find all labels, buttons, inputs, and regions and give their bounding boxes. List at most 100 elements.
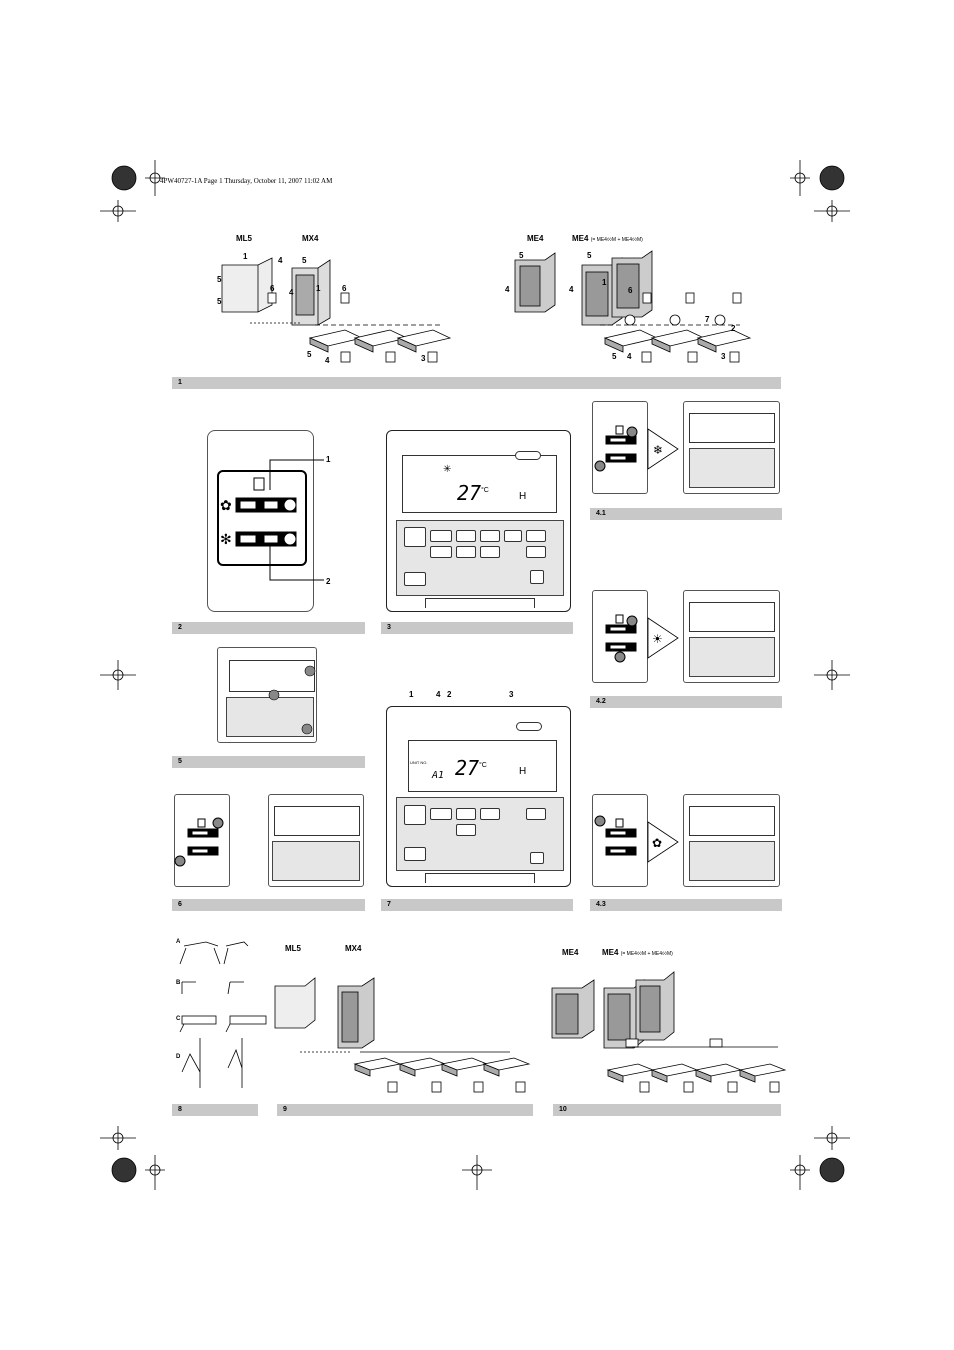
fig7-button-temp-up[interactable] [456, 808, 476, 820]
fig7-callout-2: 2 [447, 690, 452, 699]
svg-text:❄: ❄ [653, 443, 663, 457]
fig1-callout-4b: 4 [289, 288, 294, 297]
fig10-model-me4: ME4 [562, 948, 579, 957]
fig42-selector-panel [592, 590, 648, 683]
fig41-switches [594, 425, 638, 472]
fig3-button-ventilation[interactable] [504, 530, 522, 542]
fig5-caption: 5 [172, 756, 365, 768]
fig1-model-mx4: MX4 [302, 234, 319, 243]
fig10-model-me4-combo: ME4 (= ME4◊◊M + ME4◊◊M) [602, 948, 673, 957]
fig7-unit-no-label: UNIT NO. [410, 760, 428, 765]
fig7-button-filter-reset[interactable] [404, 847, 426, 861]
svg-text:✻: ✻ [220, 532, 232, 548]
fig9-system-illustration [274, 977, 531, 1093]
fig3-button-time-up[interactable] [480, 530, 500, 542]
fig7-button-timer[interactable] [404, 805, 426, 825]
fig1-callout-5f: 5 [587, 251, 592, 260]
fig1-callout-6: 6 [270, 284, 275, 293]
fig42-lcd [689, 602, 775, 632]
fig1-callout-5d: 5 [307, 350, 312, 359]
fig3-button-fan-speed[interactable] [526, 546, 546, 558]
fig7-temp-display: 27 [455, 756, 480, 780]
fig3-button-operation[interactable] [430, 546, 452, 558]
fig5-step-markers [268, 665, 316, 735]
fig3-temp-display: 27 [457, 481, 482, 505]
fig1-callout-2: 2 [731, 324, 736, 333]
fig3-button-timer[interactable] [404, 527, 426, 547]
fig2-switches: ✿ ✻ [220, 459, 324, 581]
fig1-callout-5c: 5 [302, 256, 307, 265]
fig3-button-test[interactable] [530, 570, 544, 584]
fig7-error-code: A1 [432, 770, 445, 781]
fig1-callout-6c: 6 [628, 286, 633, 295]
fig2-callout-2: 2 [326, 577, 331, 586]
fig43-arrow-shape: ✿ [647, 821, 679, 863]
fig43-switches [594, 815, 637, 856]
fig1-callout-4: 4 [278, 256, 283, 265]
fig41-arrow-shape: ❄ [647, 428, 679, 470]
fig1-callout-5b: 5 [217, 297, 222, 306]
fig7-callout-1: 1 [409, 690, 414, 699]
fig2-caption: 2 [172, 622, 365, 634]
fig1-system-illustration [221, 250, 752, 363]
fig1-callout-5e: 5 [519, 251, 524, 260]
fig42-button-panel [689, 637, 775, 677]
fig3-on-off-button[interactable] [515, 451, 541, 460]
fig9-model-ml5: ML5 [285, 944, 301, 953]
fig3-button-temp-down[interactable] [456, 546, 476, 558]
fig3-cool-icon: ✳ [443, 464, 452, 475]
fig1-callout-3: 3 [421, 354, 426, 363]
fig1-callout-3b: 3 [721, 352, 726, 361]
fig1-model-note: (= ME4◊◊M + ME4◊◊M) [590, 237, 643, 243]
fig1-callout-6b: 6 [342, 284, 347, 293]
fig43-lcd [689, 806, 775, 836]
fig7-lcd [408, 740, 557, 792]
fig1-callout-1b: 1 [316, 284, 321, 293]
fig7-caption: 7 [381, 899, 573, 911]
fig3-button-inspection[interactable] [430, 530, 452, 542]
fig1-callout-4d: 4 [505, 285, 510, 294]
fig5-lcd [229, 660, 315, 692]
fig41-selector-panel [592, 401, 648, 494]
fig3-temp-unit: °C [481, 487, 489, 494]
fig7-button-time-up[interactable] [480, 808, 500, 820]
svg-text:✿: ✿ [220, 498, 232, 514]
fig42-switches [605, 614, 638, 663]
page-header: 4PW40727-1A Page 1 Thursday, October 11,… [160, 177, 333, 185]
fig1-callout-4e: 4 [569, 285, 574, 294]
fig7-button-temp-down[interactable] [456, 824, 476, 836]
fig3-button-filter-reset[interactable] [404, 572, 426, 586]
fig43-button-panel [689, 841, 775, 881]
svg-text:✿: ✿ [652, 836, 662, 850]
fig3-button-temp-up[interactable] [456, 530, 476, 542]
fig1-callout-4c: 4 [325, 356, 330, 365]
fig7-on-off-button[interactable] [516, 722, 542, 731]
fig3-lcd [402, 455, 557, 513]
fig3-button-time-down[interactable] [480, 546, 500, 558]
fig2-callout-1: 1 [326, 455, 331, 464]
fig1-callout-4f: 4 [627, 352, 632, 361]
fig7-button-test[interactable] [530, 852, 544, 864]
fig1-model-me4-combo: ME4 (= ME4◊◊M + ME4◊◊M) [572, 234, 643, 243]
fig7-callout-4: 4 [436, 690, 441, 699]
fig10-model-note: (= ME4◊◊M + ME4◊◊M) [620, 951, 673, 957]
fig43-selector-panel [592, 794, 648, 887]
fig6-switches [174, 817, 224, 867]
fig7-temp-unit: °C [479, 762, 487, 769]
fig7-fan-speed: H [519, 766, 527, 777]
fig41-button-panel [689, 448, 775, 488]
fig1-callout-7: 7 [705, 315, 710, 324]
fig42-arrow-shape: ☀ [647, 617, 679, 659]
fig3-fan-speed: H [519, 491, 527, 502]
fig8-installation-sketches [179, 941, 267, 1088]
fig7-button-inspection[interactable] [430, 808, 452, 820]
fig3-caption: 3 [381, 622, 573, 634]
fig10-system-illustration [551, 971, 787, 1093]
fig6-lcd [274, 806, 360, 836]
fig8-row-d: D [176, 1054, 181, 1060]
fig43-caption: 4.3 [590, 899, 782, 911]
fig7-button-mode[interactable] [526, 808, 546, 820]
fig3-button-mode[interactable] [526, 530, 546, 542]
fig1-caption: 1 [172, 377, 781, 389]
